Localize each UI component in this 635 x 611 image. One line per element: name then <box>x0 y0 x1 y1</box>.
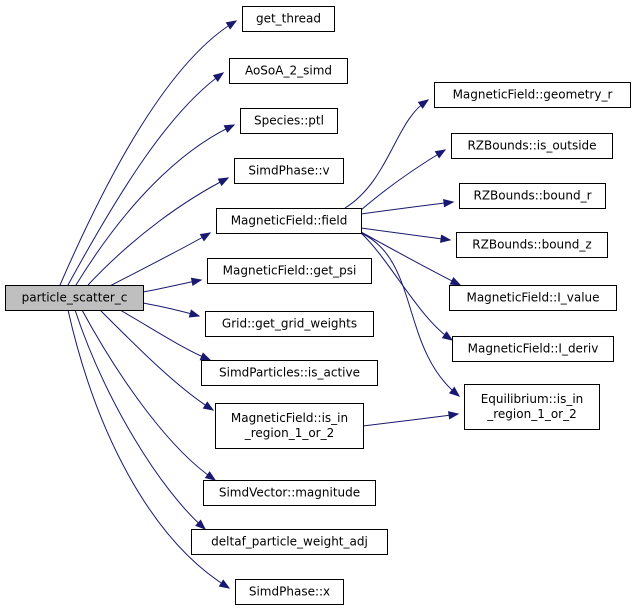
node-label: Equilibrium::is_in <box>481 392 584 406</box>
edge-mf_field-to-rz_bound_r <box>360 198 455 215</box>
edge-mf_field-to-mf_i_value <box>360 231 462 286</box>
arrowhead-icon <box>223 124 236 133</box>
node-label: Grid::get_grid_weights <box>222 317 357 331</box>
node-rz-bound-z[interactable]: RZBounds::bound_z <box>456 232 608 258</box>
node-mf-geometry-r[interactable]: MagneticField::geometry_r <box>434 82 631 108</box>
arrowhead-icon <box>443 198 455 208</box>
node-simdphase-v[interactable]: SimdPhase::v <box>234 158 344 184</box>
edge-root-to-mf_get_psi <box>142 277 203 293</box>
node-label: SimdPhase::v <box>248 164 329 178</box>
arrowhead-icon <box>441 331 454 341</box>
node-get-thread[interactable]: get_thread <box>242 6 335 32</box>
arrowhead-icon <box>188 309 201 318</box>
node-label: AoSoA_2_simd <box>245 64 332 78</box>
arrowhead-icon <box>225 20 238 30</box>
arrowhead-icon <box>195 519 207 530</box>
arrowhead-icon <box>204 471 217 481</box>
arrowhead-icon <box>190 277 203 286</box>
node-label: SimdParticles::is_active <box>219 366 360 380</box>
arrowhead-icon <box>448 411 460 420</box>
edge-root-to-mf_is_in_region <box>99 309 215 411</box>
edge-mf_field-to-mf_geometry_r <box>344 99 430 209</box>
node-simdphase-x[interactable]: SimdPhase::x <box>235 579 344 605</box>
node-eq-is-in-region[interactable]: Equilibrium::is_in_region_1_or_2 <box>464 384 600 430</box>
node-label: SimdVector::magnitude <box>219 486 360 500</box>
arrowhead-icon <box>449 276 462 286</box>
arrowhead-icon <box>202 401 215 411</box>
node-sv-magnitude[interactable]: SimdVector::magnitude <box>203 480 376 506</box>
arrowhead-icon <box>218 579 231 589</box>
edge-root-to-simdphase_v <box>87 177 230 286</box>
node-mf-get-psi[interactable]: MagneticField::get_psi <box>207 258 372 284</box>
arrowhead-icon <box>199 352 212 361</box>
node-label: MagneticField::is_in <box>231 411 348 425</box>
node-label: MagneticField::geometry_r <box>453 88 613 102</box>
node-label: MagneticField::get_psi <box>223 264 357 278</box>
arrowhead-icon <box>440 234 452 243</box>
edge-mf_is_in_region-to-eq_is_in_region <box>362 411 460 427</box>
node-label: MagneticField::I_deriv <box>468 342 599 356</box>
node-label: MagneticField::field <box>231 214 348 228</box>
node-label: MagneticField::I_value <box>466 291 599 305</box>
node-mf-is-in-region[interactable]: MagneticField::is_in_region_1_or_2 <box>215 403 364 449</box>
node-label: _region_1_or_2 <box>244 426 335 440</box>
node-label: deltaf_particle_weight_adj <box>211 535 368 549</box>
arrowhead-icon <box>217 177 230 187</box>
edge-root-to-get_thread <box>59 20 238 286</box>
node-label: RZBounds::bound_r <box>473 189 591 203</box>
edge-root-to-sv_magnitude <box>81 309 217 481</box>
node-label: Species::ptl <box>254 114 324 128</box>
edge-mf_field-to-rz_bound_z <box>360 227 452 243</box>
node-aosoa[interactable]: AoSoA_2_simd <box>229 58 348 84</box>
edge-mf_field-to-eq_is_in_region <box>360 232 461 397</box>
edge-root-to-simdphase_x <box>67 309 231 589</box>
node-label: RZBounds::is_outside <box>467 139 596 153</box>
edge-mf_field-to-mf_i_deriv <box>360 232 454 341</box>
edge-root-to-mf_field <box>109 232 212 287</box>
node-deltaf[interactable]: deltaf_particle_weight_adj <box>191 529 388 555</box>
node-grid-weights[interactable]: Grid::get_grid_weights <box>205 311 374 337</box>
node-root[interactable]: particle_scatter_c <box>5 285 144 311</box>
node-label: SimdPhase::x <box>249 585 330 599</box>
arrowhead-icon <box>434 149 447 159</box>
edge-root-to-grid_weights <box>142 302 201 318</box>
node-rz-is-outside[interactable]: RZBounds::is_outside <box>451 133 613 159</box>
arrowhead-icon <box>199 232 212 242</box>
node-label: get_thread <box>256 12 321 26</box>
edge-root-to-deltaf <box>74 309 207 530</box>
node-mf-field[interactable]: MagneticField::field <box>216 208 362 234</box>
edge-mf_field-to-rz_is_outside <box>360 149 447 211</box>
node-label: _region_1_or_2 <box>486 407 577 421</box>
node-mf-i-value[interactable]: MagneticField::I_value <box>449 285 617 311</box>
node-species-ptl[interactable]: Species::ptl <box>240 108 338 134</box>
edge-root-to-aosoa <box>67 72 225 286</box>
node-label: RZBounds::bound_z <box>472 238 591 252</box>
arrowhead-icon <box>448 386 461 397</box>
arrowhead-icon <box>417 99 430 109</box>
arrowhead-icon <box>212 72 225 82</box>
node-mf-i-deriv[interactable]: MagneticField::I_deriv <box>452 336 614 362</box>
edge-root-to-sp_is_active <box>119 309 212 361</box>
node-label: particle_scatter_c <box>22 291 128 305</box>
edge-root-to-species_ptl <box>75 124 236 286</box>
node-rz-bound-r[interactable]: RZBounds::bound_r <box>459 183 606 209</box>
node-sp-is-active[interactable]: SimdParticles::is_active <box>201 360 378 386</box>
